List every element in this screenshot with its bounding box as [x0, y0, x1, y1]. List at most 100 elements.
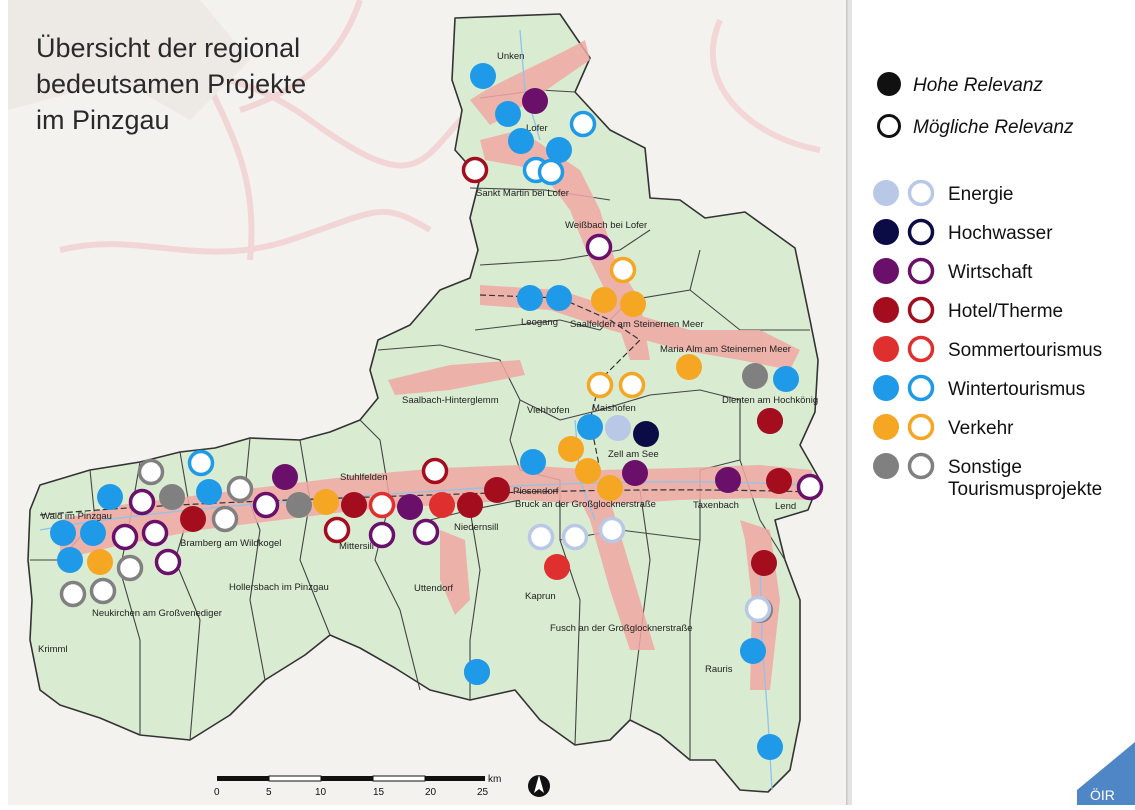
- project-marker-sommer-hoch[interactable]: [429, 492, 455, 518]
- project-marker-hotel-hoch[interactable]: [751, 550, 777, 576]
- legend-label-energie: Energie: [948, 184, 1014, 205]
- project-marker-energie-moeglich[interactable]: [561, 523, 589, 551]
- project-marker-hotel-hoch[interactable]: [457, 492, 483, 518]
- legend-swatch-winter-high: [873, 375, 899, 401]
- project-marker-winter-hoch[interactable]: [495, 101, 521, 127]
- legend-swatch-verkehr-possible: [907, 413, 935, 441]
- scale-seg-2: [268, 775, 322, 782]
- project-marker-winter-hoch[interactable]: [80, 520, 106, 546]
- project-marker-sommer-hoch[interactable]: [544, 554, 570, 580]
- project-marker-wirtschaft-moeglich[interactable]: [141, 519, 169, 547]
- place-label-piesendorf: Piesendorf: [513, 486, 559, 497]
- project-marker-hotel-hoch[interactable]: [757, 408, 783, 434]
- project-marker-verkehr-hoch[interactable]: [313, 489, 339, 515]
- project-marker-winter-hoch[interactable]: [50, 520, 76, 546]
- project-marker-sommer-moeglich[interactable]: [368, 491, 396, 519]
- panel-divider: [846, 0, 852, 805]
- legend-swatch-winter-possible: [907, 374, 935, 402]
- project-marker-winter-hoch[interactable]: [577, 414, 603, 440]
- project-marker-sonstige-hoch[interactable]: [159, 484, 185, 510]
- project-marker-hotel-hoch[interactable]: [180, 506, 206, 532]
- project-marker-sonstige-moeglich[interactable]: [116, 554, 144, 582]
- project-marker-hotel-hoch[interactable]: [341, 492, 367, 518]
- place-label-krimml: Krimml: [38, 644, 68, 655]
- oir-logo: ÖIR: [1077, 742, 1135, 805]
- project-marker-sonstige-moeglich[interactable]: [59, 580, 87, 608]
- legend-swatch-high: [877, 72, 901, 96]
- place-label-weissbach: Weißbach bei Lofer: [565, 220, 647, 231]
- project-marker-sonstige-hoch[interactable]: [742, 363, 768, 389]
- project-marker-winter-hoch[interactable]: [57, 547, 83, 573]
- project-marker-winter-hoch[interactable]: [464, 659, 490, 685]
- project-marker-winter-hoch[interactable]: [546, 285, 572, 311]
- project-marker-hochwasser-hoch[interactable]: [633, 421, 659, 447]
- project-marker-winter-moeglich[interactable]: [187, 449, 215, 477]
- project-marker-verkehr-moeglich[interactable]: [586, 371, 614, 399]
- project-marker-sonstige-hoch[interactable]: [286, 492, 312, 518]
- project-marker-verkehr-hoch[interactable]: [676, 354, 702, 380]
- project-marker-winter-hoch[interactable]: [520, 449, 546, 475]
- project-marker-wirtschaft-hoch[interactable]: [272, 464, 298, 490]
- project-marker-energie-hoch[interactable]: [605, 415, 631, 441]
- project-marker-winter-hoch[interactable]: [740, 638, 766, 664]
- place-label-taxenbach: Taxenbach: [693, 500, 739, 511]
- project-marker-hotel-hoch[interactable]: [484, 477, 510, 503]
- project-marker-energie-moeglich[interactable]: [527, 523, 555, 551]
- place-label-niedernsill: Niedernsill: [454, 522, 498, 533]
- project-marker-winter-hoch[interactable]: [757, 734, 783, 760]
- project-marker-wirtschaft-hoch[interactable]: [715, 467, 741, 493]
- project-marker-winter-hoch[interactable]: [773, 366, 799, 392]
- project-marker-sonstige-moeglich[interactable]: [89, 577, 117, 605]
- project-marker-sonstige-moeglich[interactable]: [226, 475, 254, 503]
- project-marker-winter-hoch[interactable]: [508, 128, 534, 154]
- project-marker-energie-moeglich[interactable]: [744, 595, 772, 623]
- project-marker-hotel-moeglich[interactable]: [461, 156, 489, 184]
- project-marker-verkehr-hoch[interactable]: [591, 287, 617, 313]
- place-label-lend: Lend: [775, 501, 796, 512]
- project-marker-sonstige-moeglich[interactable]: [211, 505, 239, 533]
- legend-swatch-hotel-possible: [907, 296, 935, 324]
- project-marker-wirtschaft-moeglich[interactable]: [585, 233, 613, 261]
- legend-categories: EnergieHochwasserWirtschaftHotel/ThermeS…: [873, 179, 1102, 500]
- project-marker-wirtschaft-moeglich[interactable]: [154, 548, 182, 576]
- project-marker-wirtschaft-hoch[interactable]: [397, 494, 423, 520]
- project-marker-verkehr-hoch[interactable]: [575, 458, 601, 484]
- scale-tick-15: 15: [373, 787, 385, 798]
- place-label-maria-alm: Maria Alm am Steinernen Meer: [660, 344, 791, 355]
- scale-tick-20: 20: [425, 787, 437, 798]
- project-marker-winter-moeglich[interactable]: [537, 158, 565, 186]
- project-marker-wirtschaft-moeglich[interactable]: [796, 473, 824, 501]
- project-marker-hotel-moeglich[interactable]: [323, 516, 351, 544]
- project-marker-hotel-hoch[interactable]: [766, 468, 792, 494]
- project-marker-winter-hoch[interactable]: [517, 285, 543, 311]
- project-marker-winter-hoch[interactable]: [196, 479, 222, 505]
- legend-label-hochwasser: Hochwasser: [948, 223, 1053, 244]
- project-marker-wirtschaft-moeglich[interactable]: [412, 518, 440, 546]
- project-marker-verkehr-hoch[interactable]: [87, 549, 113, 575]
- legend-swatch-hotel-high: [873, 297, 899, 323]
- project-marker-winter-hoch[interactable]: [470, 63, 496, 89]
- place-label-sankt-martin: Sankt Martin bei Lofer: [476, 188, 569, 199]
- project-marker-winter-moeglich[interactable]: [569, 110, 597, 138]
- project-marker-energie-moeglich[interactable]: [598, 516, 626, 544]
- legend: Hohe Relevanz Mögliche Relevanz EnergieH…: [873, 72, 1102, 500]
- project-marker-verkehr-hoch[interactable]: [620, 291, 646, 317]
- project-marker-wirtschaft-hoch[interactable]: [622, 460, 648, 486]
- project-marker-winter-hoch[interactable]: [97, 484, 123, 510]
- project-marker-winter-hoch[interactable]: [546, 137, 572, 163]
- project-marker-wirtschaft-moeglich[interactable]: [128, 488, 156, 516]
- project-marker-verkehr-moeglich[interactable]: [609, 256, 637, 284]
- project-marker-verkehr-moeglich[interactable]: [618, 371, 646, 399]
- project-marker-wirtschaft-hoch[interactable]: [522, 88, 548, 114]
- project-marker-verkehr-hoch[interactable]: [558, 436, 584, 462]
- project-marker-sonstige-moeglich[interactable]: [137, 458, 165, 486]
- place-label-wald: Wald im Pinzgau: [41, 511, 112, 522]
- project-marker-verkehr-hoch[interactable]: [597, 475, 623, 501]
- project-marker-wirtschaft-moeglich[interactable]: [252, 491, 280, 519]
- project-marker-wirtschaft-moeglich[interactable]: [368, 521, 396, 549]
- place-label-maishofen: Maishofen: [592, 403, 636, 414]
- project-marker-hotel-moeglich[interactable]: [421, 457, 449, 485]
- project-marker-wirtschaft-moeglich[interactable]: [111, 523, 139, 551]
- legend-swatch-wirtschaft-high: [873, 258, 899, 284]
